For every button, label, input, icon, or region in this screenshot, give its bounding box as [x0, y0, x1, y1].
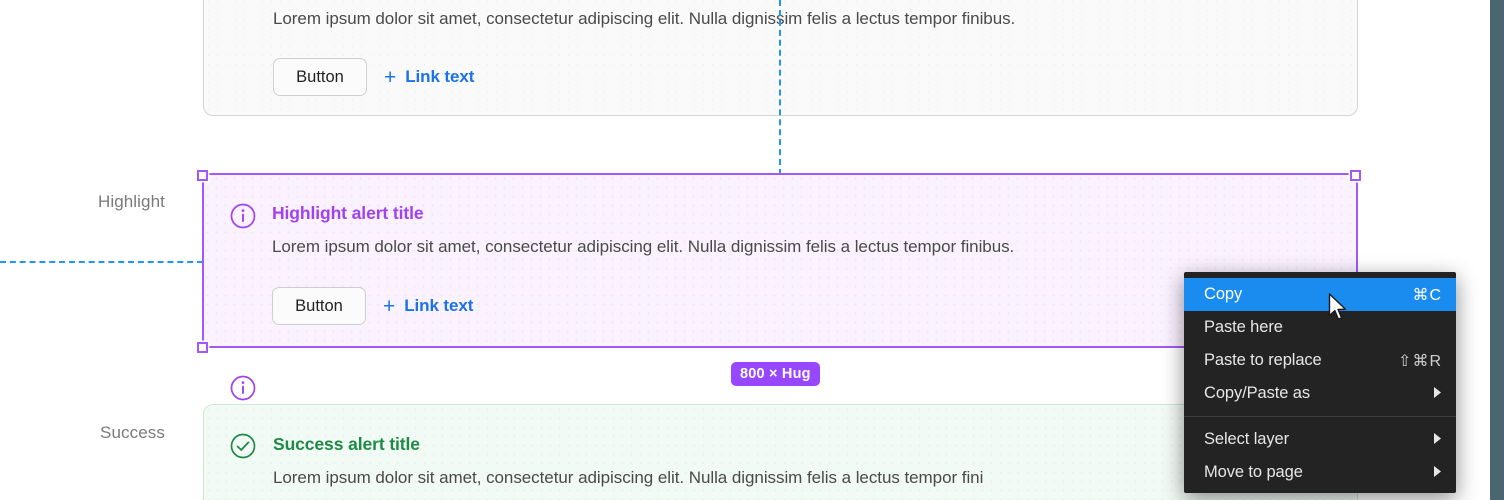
- size-badge: 800 × Hug: [731, 362, 820, 386]
- selection-handle-top-right[interactable]: [1350, 170, 1361, 181]
- highlight-alert-icon: [229, 202, 257, 230]
- context-menu-item-copy-paste-as[interactable]: Copy/Paste as: [1184, 377, 1456, 410]
- success-alert-body: Lorem ipsum dolor sit amet, consectetur …: [273, 468, 984, 487]
- context-menu-item-label: Copy: [1204, 285, 1243, 303]
- context-menu-item-label: Paste here: [1204, 318, 1283, 336]
- highlight-alert-body: Lorem ipsum dolor sit amet, consectetur …: [272, 237, 1015, 256]
- default-alert-actions: Button + Link text: [273, 58, 474, 96]
- context-menu-item-label: Copy/Paste as: [1204, 384, 1311, 402]
- highlight-alert-link[interactable]: + Link text: [383, 296, 473, 317]
- selection-handle-top-left[interactable]: [197, 170, 208, 181]
- highlight-alert-actions: Button + Link text: [272, 287, 473, 325]
- selection-handle-bottom-left[interactable]: [197, 342, 208, 353]
- context-menu-separator: [1184, 416, 1456, 417]
- check-circle-icon: [229, 432, 257, 460]
- context-menu-item-label: Select layer: [1204, 430, 1290, 448]
- context-menu-item-paste-here[interactable]: Paste here: [1184, 311, 1456, 344]
- context-menu-item-shortcut: ⇧⌘R: [1398, 352, 1442, 370]
- default-alert-link[interactable]: + Link text: [384, 67, 474, 88]
- chevron-right-icon: [1434, 432, 1442, 447]
- default-alert-body: Lorem ipsum dolor sit amet, consectetur …: [273, 9, 1016, 28]
- row-label-success: Success: [100, 423, 165, 442]
- highlight-alert-button[interactable]: Button: [272, 287, 366, 325]
- plus-icon: +: [383, 294, 396, 318]
- row-label-highlight: Highlight: [97, 192, 165, 211]
- context-menu-item-label: Paste to replace: [1204, 351, 1322, 369]
- context-menu-item-move-to-page[interactable]: Move to page: [1184, 456, 1456, 489]
- context-menu-item-shortcut: ⌘C: [1412, 286, 1442, 304]
- info-circle-icon: [229, 374, 257, 402]
- default-alert-link-label: Link text: [405, 67, 475, 86]
- context-menu-item-select-layer[interactable]: Select layer: [1184, 423, 1456, 456]
- default-alert-button[interactable]: Button: [273, 58, 367, 96]
- context-menu-item-paste-to-replace[interactable]: Paste to replace ⇧⌘R: [1184, 344, 1456, 377]
- chevron-right-icon: [1434, 465, 1442, 480]
- context-menu-item-label: Move to page: [1204, 463, 1303, 481]
- horizontal-guide: [0, 261, 203, 263]
- vertical-guide: [779, 0, 781, 175]
- highlight-alert-title: Highlight alert title: [272, 203, 424, 223]
- highlight-alert-card[interactable]: Highlight alert title Lorem ipsum dolor …: [203, 174, 1358, 401]
- context-menu[interactable]: Copy ⌘C Paste here Paste to replace ⇧⌘R …: [1184, 272, 1456, 493]
- success-alert-title: Success alert title: [273, 434, 420, 454]
- highlight-alert-link-label: Link text: [404, 296, 474, 315]
- chevron-right-icon: [1434, 386, 1442, 401]
- plus-icon: +: [384, 65, 397, 89]
- success-alert-card[interactable]: Success alert title Lorem ipsum dolor si…: [203, 404, 1358, 500]
- right-edge-panel: [1490, 0, 1504, 500]
- context-menu-item-copy[interactable]: Copy ⌘C: [1184, 278, 1456, 311]
